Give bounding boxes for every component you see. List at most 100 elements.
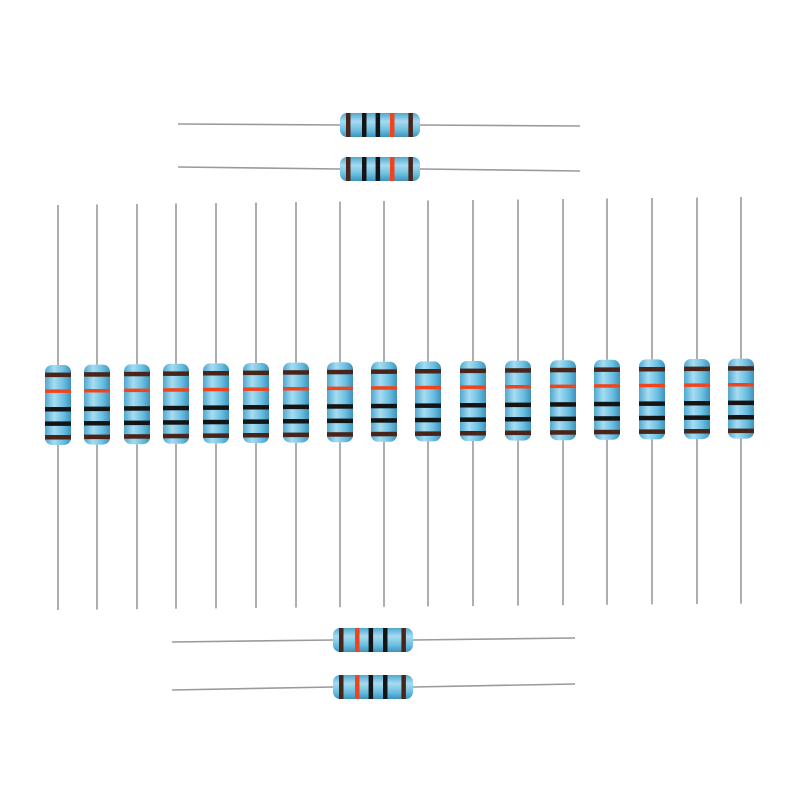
color-band-red xyxy=(505,385,531,389)
color-band-brown xyxy=(594,429,620,435)
lead-wire xyxy=(419,168,581,172)
color-band-brown xyxy=(283,370,309,375)
color-band-brown xyxy=(124,371,150,377)
color-band-brown xyxy=(283,432,309,438)
color-band-brown xyxy=(728,366,754,371)
color-band-black xyxy=(383,675,388,699)
color-band-red xyxy=(45,389,71,393)
color-band-red xyxy=(728,383,754,387)
color-band-brown xyxy=(728,428,754,434)
horizontal-resistor xyxy=(171,675,576,699)
color-band-brown xyxy=(460,368,486,374)
color-band-brown xyxy=(327,369,353,375)
vertical-resistor xyxy=(639,198,665,605)
color-band-brown xyxy=(203,371,229,376)
color-band-red xyxy=(283,387,309,391)
color-band-black xyxy=(550,402,576,407)
color-band-black xyxy=(124,406,150,411)
color-band-black xyxy=(327,404,353,409)
color-band-black xyxy=(45,407,71,412)
color-band-red xyxy=(550,384,576,389)
color-band-red xyxy=(124,388,150,393)
color-band-black xyxy=(368,675,374,699)
horizontal-resistor xyxy=(177,157,581,181)
color-band-red xyxy=(390,157,395,181)
color-band-brown xyxy=(505,368,531,373)
vertical-resistor xyxy=(45,205,71,610)
color-band-black xyxy=(375,113,381,137)
color-band-brown xyxy=(346,157,351,181)
color-band-black xyxy=(550,416,576,422)
color-band-red xyxy=(243,387,269,391)
lead-wire xyxy=(177,166,341,170)
color-band-black xyxy=(163,420,189,425)
color-band-brown xyxy=(84,372,110,377)
color-band-brown xyxy=(594,367,620,372)
color-band-brown xyxy=(684,366,710,372)
color-band-brown xyxy=(550,430,576,435)
color-band-black xyxy=(163,405,189,411)
color-band-black xyxy=(415,403,441,408)
color-band-brown xyxy=(327,432,353,437)
color-band-red xyxy=(639,383,665,388)
color-band-brown xyxy=(203,433,229,438)
color-band-red xyxy=(594,384,620,388)
color-band-black xyxy=(371,403,397,409)
vertical-resistor xyxy=(371,201,397,607)
color-band-black xyxy=(203,419,229,425)
color-band-black xyxy=(415,417,441,423)
color-band-black xyxy=(728,415,754,420)
color-band-black xyxy=(362,113,367,137)
color-band-black xyxy=(594,401,620,407)
color-band-brown xyxy=(371,369,397,374)
lead-wire xyxy=(171,686,334,691)
color-band-black xyxy=(594,416,620,421)
color-band-black xyxy=(728,400,754,406)
color-band-black xyxy=(124,420,150,426)
color-band-black xyxy=(505,417,531,422)
color-band-brown xyxy=(639,367,665,372)
color-band-black xyxy=(639,415,665,421)
color-band-black xyxy=(460,417,486,422)
color-band-brown xyxy=(243,433,269,438)
color-band-black xyxy=(203,405,229,410)
vertical-resistor xyxy=(415,200,441,607)
color-band-brown xyxy=(408,113,413,137)
color-band-red xyxy=(390,113,395,137)
vertical-resistor xyxy=(550,199,576,606)
lead-wire xyxy=(412,637,576,641)
color-band-brown xyxy=(460,431,486,436)
vertical-resistor xyxy=(84,204,110,610)
color-band-brown xyxy=(163,433,189,439)
lead-wire xyxy=(419,124,581,127)
color-band-black xyxy=(243,405,269,410)
color-band-black xyxy=(283,419,309,424)
color-band-red xyxy=(371,386,397,390)
color-band-red xyxy=(84,389,110,393)
color-band-black xyxy=(684,415,710,420)
color-band-brown xyxy=(163,371,189,376)
color-band-brown xyxy=(415,431,441,436)
color-band-brown xyxy=(401,675,406,699)
color-band-brown xyxy=(45,435,71,440)
color-band-black xyxy=(84,406,110,412)
color-band-black xyxy=(383,628,388,652)
color-band-red xyxy=(460,385,486,389)
lead-wire xyxy=(171,639,334,643)
color-band-brown xyxy=(684,429,710,434)
color-band-black xyxy=(460,403,486,408)
color-band-brown xyxy=(550,367,576,373)
color-band-brown xyxy=(371,431,397,437)
lead-wire xyxy=(177,123,341,126)
color-band-black xyxy=(684,401,710,406)
color-band-brown xyxy=(84,434,110,440)
color-band-brown xyxy=(346,113,351,137)
horizontal-resistor xyxy=(177,113,581,137)
color-band-brown xyxy=(415,369,441,374)
color-band-black xyxy=(243,419,269,424)
color-band-brown xyxy=(124,434,150,439)
color-band-brown xyxy=(639,429,665,434)
color-band-black xyxy=(327,418,353,424)
lead-wire xyxy=(412,683,576,688)
